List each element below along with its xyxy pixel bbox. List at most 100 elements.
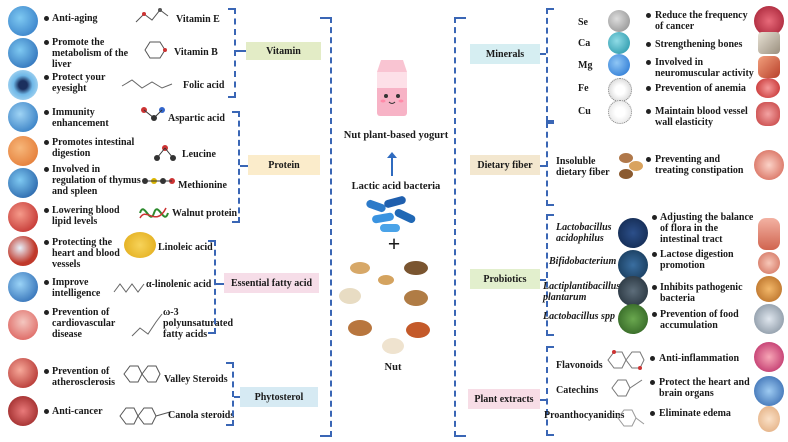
phytosterol-benefit-2: Anti-cancer [52,406,103,417]
fatty-benefit-3: Prevention of cardiovascular disease [52,307,116,340]
plant-effect-3: Eliminate edema [659,408,731,419]
bacteria-label: Lactic acid bacteria [351,181,441,192]
molecule-icon [142,38,172,62]
probiotic-name-4: Lactobacillus spp [543,311,615,322]
molecule-icon [152,140,178,164]
connector [240,165,248,167]
blood-vessel-illustration [8,202,38,232]
plant-name-1: Flavonoids [556,360,603,371]
eye-illustration [8,70,38,100]
molecule-icon [112,278,146,298]
bullet [44,280,49,285]
fiber-food-illustration [618,150,644,180]
probiotics-bracket [546,214,554,336]
bullet [652,312,657,317]
fatty-compound-1: Linoleic acid [158,242,213,253]
bullet [652,215,657,220]
acidophilus-micrograph [618,218,648,248]
bullet [44,208,49,213]
bullet [650,411,655,416]
vitamin-bracket [228,8,236,98]
pathogen-illustration [756,276,782,302]
probiotic-name-2: Bifidobacterium [549,256,617,267]
vessel-illustration [756,102,780,126]
bullet [44,140,49,145]
vitamin-box: Vitamin [246,42,321,60]
molecule-icon [130,310,164,340]
minerals-box: Minerals [470,44,540,64]
fiber-type: Insoluble dietary fiber [556,156,610,178]
liver-illustration [8,38,38,68]
mineral-effect-se: Reduce the frequency of cancer [655,10,748,32]
tumor-illustration [8,396,38,426]
protein-benefit-3: Involved in regulation of thymus and spl… [52,164,141,197]
plantarum-micrograph [618,276,648,306]
fiber-box: Dietary fiber [470,155,540,175]
fiber-effect: Preventing and treating constipation [655,154,744,176]
inflammation-illustration [754,342,784,372]
bullet [44,369,49,374]
selenium-icon [608,10,630,32]
bullet [44,75,49,80]
nuts-illustration [338,258,448,346]
protein-bracket [232,111,240,223]
molecule-icon [138,104,166,128]
probiotic-effect-2: Lactose digestion promotion [660,249,734,271]
proanthocyanidin-molecule-icon [614,404,646,430]
heart-illustration [8,236,38,266]
fatty-compound-3: ω-3 polyunsaturated fatty acids [163,307,234,340]
plant-name-2: Catechins [556,385,599,396]
bullet [646,13,651,18]
bullet [652,252,657,257]
mineral-element-ca: Ca [578,38,591,49]
protein-box: Protein [248,155,320,175]
steroid-molecule-icon [122,362,164,384]
muscle-illustration [758,56,780,78]
bullet [650,356,655,361]
vitamin-benefit-1: Anti-aging [52,13,98,24]
connector [540,165,546,167]
blood-cell-illustration [756,78,780,98]
connector [540,279,546,281]
up-arrow [387,152,397,176]
bullet [646,157,651,162]
plant-effect-1: Anti-inflammation [659,353,739,364]
iron-icon [608,78,632,102]
phytosterol-bracket [226,362,234,426]
center-left-bracket [320,17,332,437]
protein-compound-3: Methionine [178,180,227,191]
mineral-effect-cu: Maintain blood vessel wall elasticity [655,106,748,128]
probiotic-effect-3: Inhibits pathogenic bacteria [660,282,743,304]
phytosterol-benefit-1: Prevention of atherosclerosis [52,366,115,388]
bullet [646,109,651,114]
mineral-effect-fe: Prevention of anemia [655,83,746,94]
fatty-benefit-2: Improve intelligence [52,277,101,299]
bullet [44,310,49,315]
spleen-illustration [8,168,38,198]
probiotic-name-3: Lactiplantibacillus plantarum [543,281,621,303]
yogurt-carton-icon [373,58,411,118]
plant-effect-2: Protect the heart and brain organs [659,377,750,399]
calcium-icon [608,32,630,54]
mineral-element-cu: Cu [578,106,591,117]
intestine-illustration [8,136,38,166]
plus-sign: + [387,231,401,256]
food-accumulation-illustration [754,304,784,334]
mineral-element-mg: Mg [578,60,593,71]
spp-micrograph [618,304,648,334]
molecule-icon [140,170,180,192]
bullet [44,240,49,245]
fatty-box: Essential fatty acid [224,273,319,293]
protein-benefit-4: Lowering blood lipid levels [52,205,120,227]
minerals-bracket [546,8,554,122]
molecule-icon [120,74,180,96]
cardiovascular-illustration [8,310,38,340]
bullet [646,42,651,47]
mineral-element-se: Se [578,17,588,28]
brain-illustration [8,272,38,302]
bullet [646,60,651,65]
bullet [44,16,49,21]
digestion-illustration [758,252,780,274]
connector [234,396,240,398]
protein-benefit-1: Immunity enhancement [52,107,109,129]
